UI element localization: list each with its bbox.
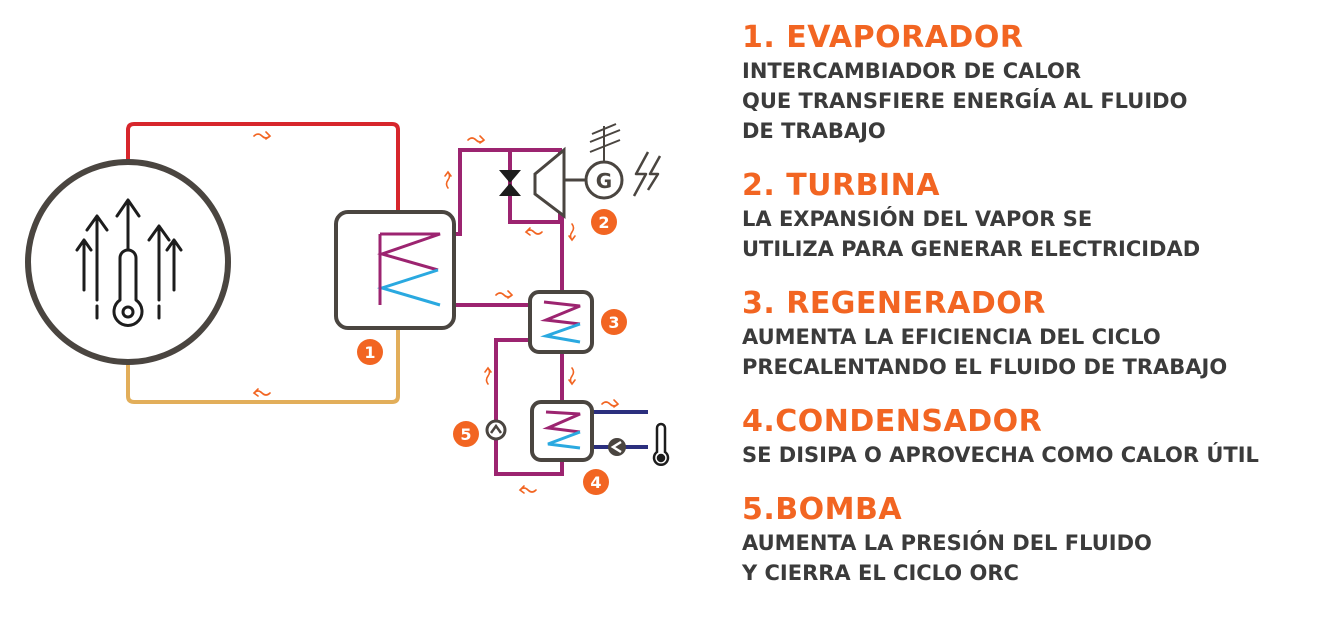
legend-description: AUMENTA LA PRESIÓN DEL FLUIDO <box>742 531 1152 555</box>
svg-text:5: 5 <box>460 425 471 444</box>
thermometer-icon <box>652 422 670 466</box>
legend-description: Y CIERRA EL CICLO ORC <box>742 561 1019 585</box>
badge-pump: 5 <box>453 421 479 447</box>
svg-text:3: 3 <box>608 313 619 332</box>
legend: 1. EVAPORADOR INTERCAMBIADOR DE CALOR QU… <box>742 20 1322 610</box>
legend-item-regenerator: 3. REGENERADOR AUMENTA LA EFICIENCIA DEL… <box>742 286 1322 382</box>
legend-title: 1. EVAPORADOR <box>742 20 1024 55</box>
legend-description: UTILIZA PARA GENERAR ELECTRICIDAD <box>742 237 1201 261</box>
legend-description: LA EXPANSIÓN DEL VAPOR SE <box>742 207 1093 231</box>
lightning-bolt-icon <box>632 151 662 197</box>
legend-title: 3. REGENERADOR <box>742 286 1046 321</box>
legend-title: 4.CONDENSADOR <box>742 404 1043 439</box>
flow-arrows <box>252 131 620 494</box>
legend-title: 2. TURBINA <box>742 168 940 203</box>
legend-description: QUE TRANSFIERE ENERGÍA AL FLUIDO <box>742 89 1188 113</box>
badge-turbine: 2 <box>591 209 617 235</box>
svg-text:1: 1 <box>364 343 375 362</box>
legend-description: SE DISIPA O APROVECHA COMO CALOR ÚTIL <box>742 443 1259 467</box>
valve-icon <box>499 170 521 196</box>
svg-text:2: 2 <box>598 213 609 232</box>
turbine-icon <box>533 146 566 220</box>
legend-item-turbine: 2. TURBINA LA EXPANSIÓN DEL VAPOR SE UTI… <box>742 168 1322 264</box>
generator-icon: G <box>584 160 624 200</box>
pump-icon <box>485 419 507 441</box>
power-mast-icon <box>589 123 621 162</box>
legend-item-evaporator: 1. EVAPORADOR INTERCAMBIADOR DE CALOR QU… <box>742 20 1322 146</box>
badge-regenerator: 3 <box>601 309 627 335</box>
legend-item-condenser: 4.CONDENSADOR SE DISIPA O APROVECHA COMO… <box>742 404 1322 470</box>
legend-description: DE TRABAJO <box>742 119 886 143</box>
svg-text:4: 4 <box>590 473 601 492</box>
svg-text:G: G <box>596 169 612 193</box>
evaporator <box>334 210 456 330</box>
legend-item-pump: 5.BOMBA AUMENTA LA PRESIÓN DEL FLUIDO Y … <box>742 492 1322 588</box>
legend-description: INTERCAMBIADOR DE CALOR <box>742 59 1082 83</box>
legend-title: 5.BOMBA <box>742 492 903 527</box>
legend-description: PRECALENTANDO EL FLUIDO DE TRABAJO <box>742 355 1228 379</box>
condenser <box>530 400 594 462</box>
regenerator <box>528 290 594 354</box>
badge-evaporator: 1 <box>357 339 383 365</box>
cooling-pump-icon <box>608 438 626 456</box>
badge-condenser: 4 <box>583 469 609 495</box>
hot-return-pipe <box>126 328 400 404</box>
hot-supply-pipe <box>126 122 400 212</box>
legend-description: AUMENTA LA EFICIENCIA DEL CICLO <box>742 325 1161 349</box>
orc-cycle-diagram: G <box>25 122 670 495</box>
heat-source-icon <box>25 159 231 365</box>
